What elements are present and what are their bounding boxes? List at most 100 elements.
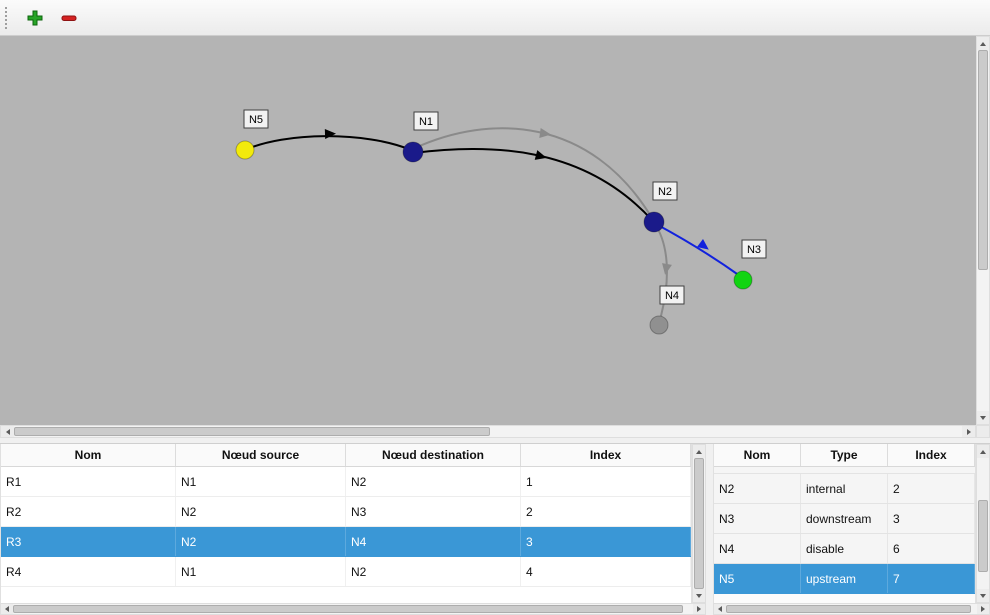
nodes-column-header-type[interactable]: Type	[801, 444, 888, 466]
plus-icon	[27, 10, 43, 25]
arrow-right-icon	[981, 606, 985, 612]
nodes-cell: N5	[714, 564, 801, 593]
canvas-hscroll-track[interactable]	[14, 426, 962, 437]
node-label-N2: N2	[658, 186, 672, 198]
pane-divider[interactable]	[706, 444, 713, 615]
graph-node-N1[interactable]	[402, 141, 424, 163]
canvas-scroll-right-button[interactable]	[962, 426, 975, 437]
nodes-column-header-index[interactable]: Index	[888, 444, 975, 466]
nodes-scroll-left-button[interactable]	[714, 604, 726, 614]
canvas-hscroll-thumb[interactable]	[14, 427, 490, 436]
routes-vertical-scrollbar[interactable]	[692, 444, 706, 603]
graph-node-N4[interactable]	[649, 315, 669, 335]
canvas-horizontal-scrollbar[interactable]	[0, 425, 976, 438]
nodes-vscroll-thumb[interactable]	[978, 499, 988, 572]
nodes-horizontal-scrollbar[interactable]	[713, 603, 990, 615]
routes-table-header: Nom Nœud source Nœud destination Index	[1, 444, 691, 467]
nodes-table-header: Nom Type Index	[714, 444, 975, 467]
remove-button[interactable]	[58, 7, 80, 29]
canvas-vertical-scrollbar[interactable]	[976, 36, 990, 425]
canvas-vscroll-track[interactable]	[977, 50, 989, 411]
scrollbar-corner	[976, 425, 990, 438]
edge-arrow-N2-N4	[662, 263, 672, 275]
graph-node-N3[interactable]	[733, 270, 753, 290]
nodes-cell: N3	[714, 504, 801, 533]
arrow-right-icon	[697, 606, 701, 612]
arrow-down-icon	[980, 593, 986, 598]
partially-visible-row	[714, 467, 975, 474]
edge-N5-N1[interactable]	[244, 135, 412, 151]
routes-cell: 1	[521, 467, 691, 496]
node-label-N5: N5	[249, 114, 263, 126]
routes-cell: R3	[1, 527, 176, 556]
canvas-vscroll-thumb[interactable]	[978, 50, 988, 270]
nodes-scroll-right-button[interactable]	[977, 604, 989, 614]
add-button[interactable]	[24, 7, 46, 29]
routes-vscroll-track[interactable]	[693, 458, 705, 589]
nodes-scroll-down-button[interactable]	[977, 589, 989, 602]
canvas-scroll-left-button[interactable]	[1, 426, 14, 437]
routes-hscroll-track[interactable]	[13, 604, 693, 614]
routes-cell: R1	[1, 467, 176, 496]
arrow-down-icon	[696, 593, 702, 598]
edge-arrow-N1-N2-main	[534, 150, 547, 160]
graph-node-N2[interactable]	[643, 211, 665, 233]
nodes-hscroll-track[interactable]	[726, 604, 977, 614]
edge-N1-N2-alt[interactable]	[414, 127, 653, 219]
arrow-right-icon	[966, 428, 971, 435]
routes-column-header-source[interactable]: Nœud source	[176, 444, 346, 466]
edge-N2-N3[interactable]	[655, 223, 741, 277]
routes-cell: 2	[521, 497, 691, 526]
routes-scroll-up-button[interactable]	[693, 445, 705, 458]
routes-hscroll-thumb[interactable]	[13, 605, 683, 613]
nodes-cell: disable	[801, 534, 888, 563]
routes-column-header-destination[interactable]: Nœud destination	[346, 444, 521, 466]
routes-vscroll-thumb[interactable]	[694, 458, 704, 589]
nodes-cell: 6	[888, 534, 975, 563]
nodes-column-header-nom[interactable]: Nom	[714, 444, 801, 466]
horizontal-splitter[interactable]	[0, 438, 990, 443]
node-label-box-N1	[413, 111, 439, 131]
node-label-box-N5	[243, 109, 269, 129]
canvas-scroll-up-button[interactable]	[977, 37, 989, 50]
edge-N1-N2-main[interactable]	[412, 148, 653, 221]
routes-cell: 4	[521, 557, 691, 586]
graph-node-N5[interactable]	[235, 140, 255, 160]
nodes-vscroll-track[interactable]	[977, 458, 989, 589]
routes-scroll-left-button[interactable]	[1, 604, 13, 614]
nodes-scroll-up-button[interactable]	[977, 445, 989, 458]
arrow-down-icon	[980, 415, 986, 420]
nodes-hscroll-thumb[interactable]	[726, 605, 971, 613]
nodes-vertical-scrollbar[interactable]	[976, 444, 990, 603]
routes-column-header-index[interactable]: Index	[521, 444, 691, 466]
canvas-scroll-down-button[interactable]	[977, 411, 989, 424]
nodes-cell: 2	[888, 474, 975, 503]
routes-cell: 3	[521, 527, 691, 556]
arrow-left-icon	[5, 428, 10, 435]
routes-horizontal-scrollbar[interactable]	[0, 603, 706, 615]
routes-cell: N3	[346, 497, 521, 526]
edge-arrow-N1-N2-alt	[539, 128, 551, 138]
minus-icon	[61, 15, 77, 21]
routes-scroll-right-button[interactable]	[693, 604, 705, 614]
nodes-cell: N2	[714, 474, 801, 503]
nodes-cell: 3	[888, 504, 975, 533]
routes-cell: R4	[1, 557, 176, 586]
arrow-left-icon	[5, 606, 9, 612]
toolbar-grip[interactable]	[5, 6, 10, 29]
routes-cell: N1	[176, 467, 346, 496]
routes-scroll-down-button[interactable]	[693, 589, 705, 602]
routes-table-pane: Nom Nœud source Nœud destination Index R…	[0, 444, 706, 615]
routes-cell: N2	[176, 497, 346, 526]
routes-column-header-nom[interactable]: Nom	[1, 444, 176, 466]
